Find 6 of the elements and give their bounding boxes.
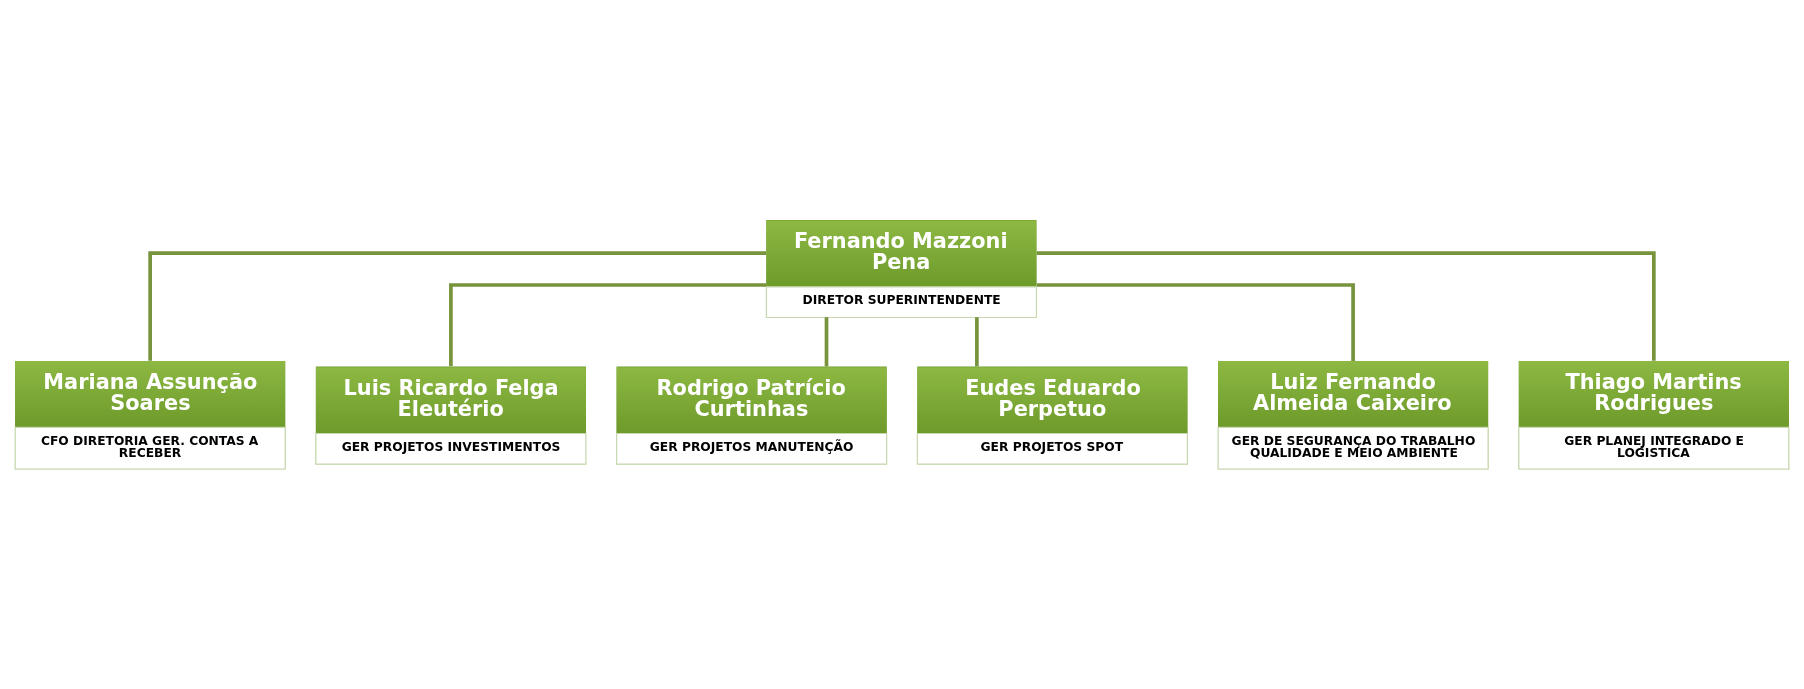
connector bbox=[975, 317, 979, 367]
connector bbox=[824, 317, 829, 367]
connector bbox=[1036, 251, 1656, 361]
connector bbox=[148, 251, 767, 361]
connector bbox=[449, 283, 767, 367]
connector bbox=[1036, 283, 1355, 362]
